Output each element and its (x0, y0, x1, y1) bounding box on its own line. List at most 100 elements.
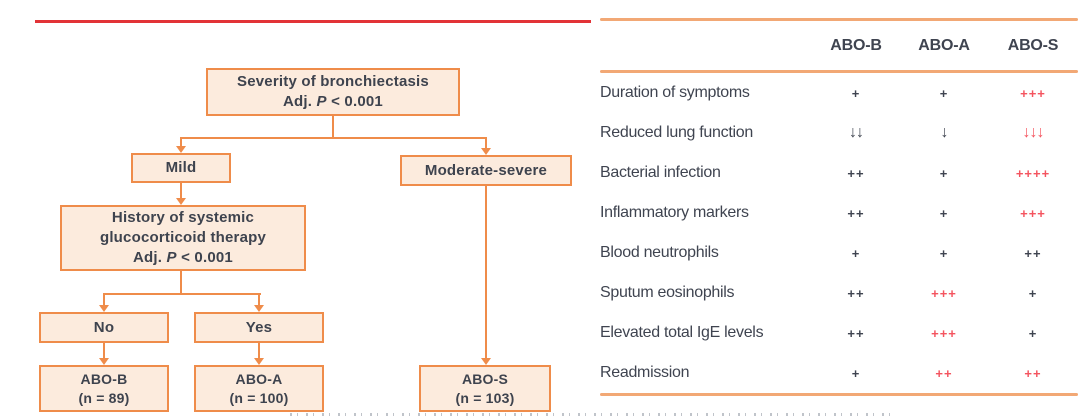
row-label: Sputum eosinophils (600, 284, 735, 301)
connector-no-abob (103, 343, 105, 358)
row-label: Readmission (600, 364, 690, 381)
table-top-rule (600, 18, 1078, 21)
node-label: Moderate-severe (424, 161, 548, 179)
arrow-down-icon (481, 358, 491, 365)
node-abo-a: ABO-A (n = 100) (194, 365, 324, 412)
table-bottom-rule (600, 393, 1078, 396)
node-label: Yes (245, 318, 273, 336)
cell-value: ++ (847, 325, 865, 341)
table-row: Blood neutrophils++++ (600, 233, 1078, 273)
connector-to-no (103, 293, 105, 305)
p-symbol: P (166, 249, 177, 266)
connector-to-yes (258, 293, 260, 305)
p-symbol: P (316, 93, 327, 110)
connector-to-mild (180, 137, 182, 147)
group-n: (n = 100) (229, 389, 289, 406)
cell-value: + (939, 205, 949, 221)
group-name: ABO-S (461, 370, 509, 387)
node-label: No (93, 318, 115, 336)
cell-value: ++ (935, 365, 953, 381)
cell-value: ++ (847, 205, 865, 221)
arrow-down-icon (254, 358, 264, 365)
group-name: ABO-A (235, 370, 283, 387)
connector-root-stub (332, 116, 334, 139)
cell-value: ++++ (1015, 165, 1051, 181)
cell-value: +++ (1020, 85, 1046, 101)
node-title: Severity of bronchiectasis (237, 73, 429, 90)
node-abo-s: ABO-S (n = 103) (419, 365, 551, 412)
table-row: Bacterial infection+++++++ (600, 153, 1078, 193)
top-red-rule (35, 20, 591, 23)
cell-value: ++ (1024, 245, 1042, 261)
node-yes: Yes (194, 312, 324, 343)
node-title: glucocorticoid therapy (99, 229, 267, 246)
row-label: Elevated total IgE levels (600, 324, 764, 341)
arrow-down-icon (99, 358, 109, 365)
connector-split2 (103, 293, 261, 295)
table-row: Readmission+++++ (600, 353, 1078, 393)
adj-label: Adj. (133, 249, 167, 266)
table-row: Inflammatory markers++++++ (600, 193, 1078, 233)
node-abo-b: ABO-B (n = 89) (39, 365, 169, 412)
node-severity: Severity of bronchiectasis Adj. P < 0.00… (206, 68, 460, 116)
cell-value: + (851, 245, 861, 261)
cell-value: ↓↓ (849, 124, 864, 141)
row-label: Reduced lung function (600, 124, 753, 141)
cell-value: +++ (931, 325, 957, 341)
cell-value: ↓↓↓ (1022, 124, 1045, 141)
cell-value: + (851, 85, 861, 101)
group-n: (n = 89) (78, 389, 130, 406)
arrow-down-icon (176, 146, 186, 153)
table-header-row: ABO-B ABO-A ABO-S (600, 21, 1078, 70)
group-name: ABO-B (80, 370, 128, 387)
connector-split1 (180, 137, 487, 139)
table-mid-rule (600, 70, 1078, 73)
cell-value: + (939, 245, 949, 261)
column-header: ABO-S (1007, 36, 1059, 54)
cell-value: ++ (1024, 365, 1042, 381)
connector-history-stub (180, 271, 182, 293)
cell-value: + (851, 365, 861, 381)
row-label: Duration of symptoms (600, 84, 750, 101)
table-body: Duration of symptoms+++++Reduced lung fu… (600, 73, 1078, 393)
cell-value: ++ (847, 285, 865, 301)
arrow-down-icon (254, 305, 264, 312)
p-threshold: < 0.001 (326, 93, 383, 110)
group-n: (n = 103) (455, 389, 515, 406)
cropped-caption-fragment (290, 413, 890, 416)
table-row: Sputum eosinophils++++++ (600, 273, 1078, 313)
cell-value: + (939, 165, 949, 181)
node-label: Mild (165, 159, 197, 176)
cell-value: + (1028, 285, 1038, 301)
table-row: Reduced lung function↓↓↓↓↓↓ (600, 113, 1078, 153)
column-header: ABO-A (918, 36, 970, 54)
node-mild: Mild (131, 153, 231, 183)
row-label: Blood neutrophils (600, 244, 719, 261)
table-row: Elevated total IgE levels++++++ (600, 313, 1078, 353)
node-moderate-severe: Moderate-severe (400, 155, 572, 186)
cell-value: ++ (847, 165, 865, 181)
cell-value: ↓ (940, 124, 949, 141)
table-row: Duration of symptoms+++++ (600, 73, 1078, 113)
cell-value: +++ (1020, 205, 1046, 221)
node-history-glucocorticoid: History of systemic glucocorticoid thera… (60, 205, 306, 271)
node-no: No (39, 312, 169, 343)
connector-yes-aboa (258, 343, 260, 358)
row-label: Inflammatory markers (600, 204, 749, 221)
cell-value: + (1028, 325, 1038, 341)
node-pvalue: Adj. P < 0.001 (208, 92, 458, 112)
adj-label: Adj. (283, 93, 317, 110)
column-header: ABO-B (830, 36, 882, 54)
connector-to-moderate (485, 137, 487, 148)
row-label: Bacterial infection (600, 164, 721, 181)
connector-moderate-abos (485, 186, 487, 358)
cell-value: + (939, 85, 949, 101)
arrow-down-icon (99, 305, 109, 312)
cell-value: +++ (931, 285, 957, 301)
node-pvalue: Adj. P < 0.001 (62, 248, 304, 268)
node-title: History of systemic (111, 209, 255, 226)
p-threshold: < 0.001 (176, 249, 233, 266)
arrow-down-icon (481, 148, 491, 155)
